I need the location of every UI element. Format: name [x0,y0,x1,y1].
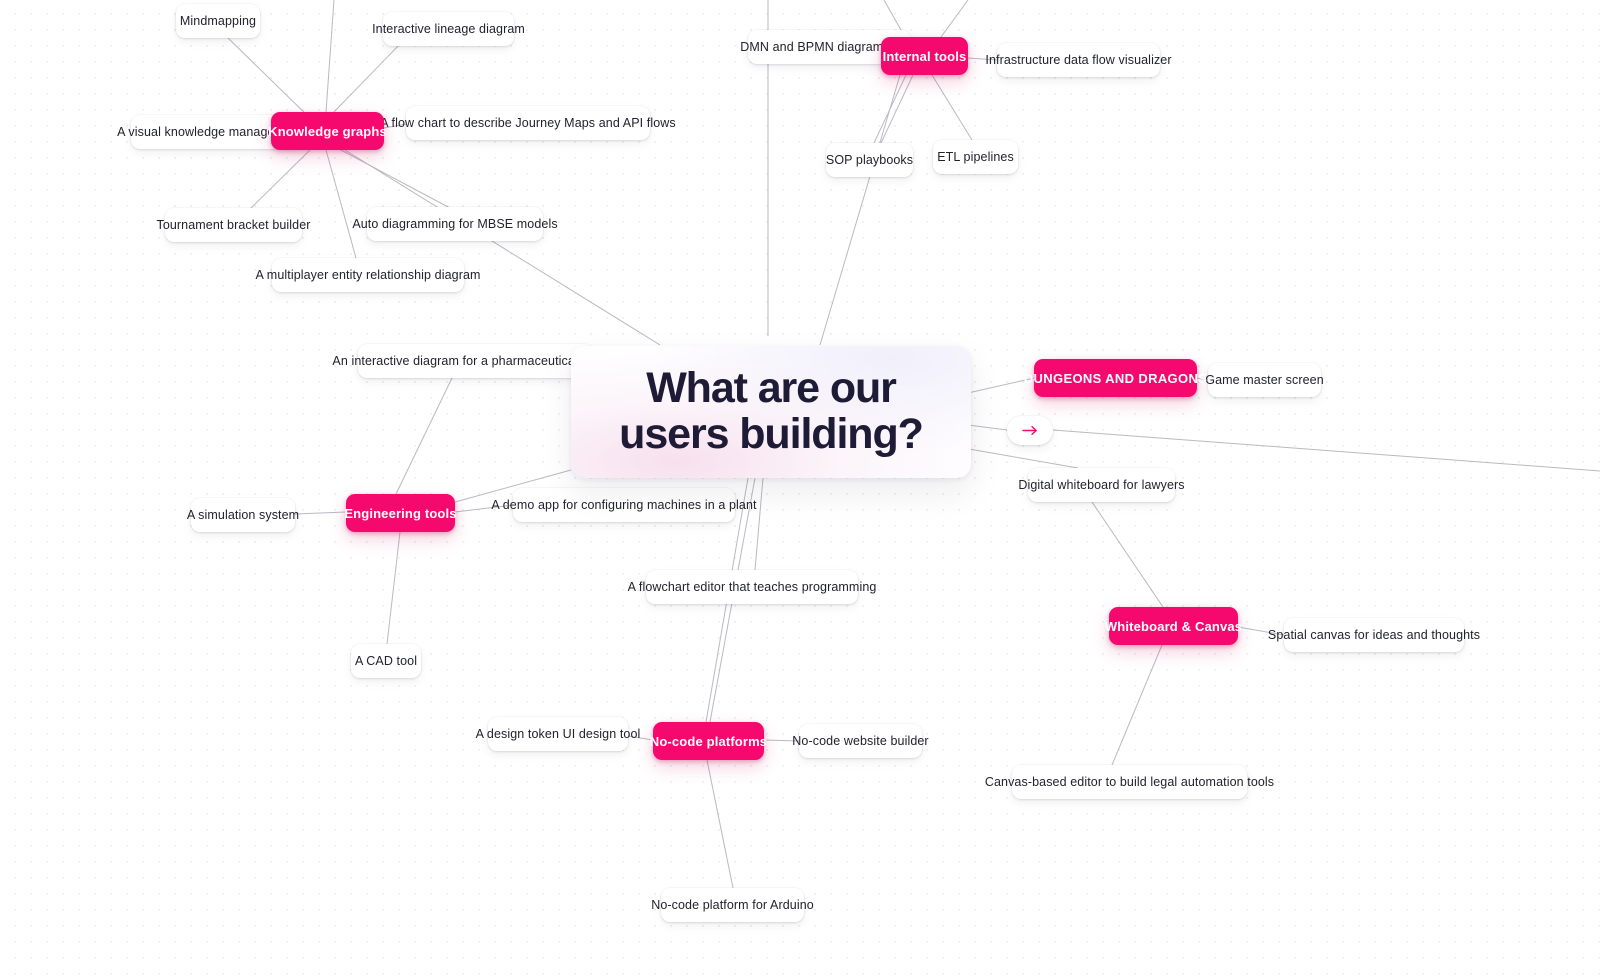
leaf-node-label: A simulation system [186,507,300,522]
leaf-node-label: Digital whiteboard for lawyers [1018,477,1185,492]
hub-node-whiteboard-canvas[interactable]: Whiteboard & Canvas [1105,607,1242,645]
leaf-node-mindmapping[interactable]: Mindmapping [176,4,260,38]
leaf-node-flow-chart-journey-maps[interactable]: A flow chart to describe Journey Maps an… [380,106,676,140]
leaf-node-infrastructure-visualizer[interactable]: Infrastructure data flow visualizer [985,43,1172,77]
leaf-node-label: A CAD tool [354,653,418,668]
leaf-node-label: A demo app for configuring machines in a… [491,497,757,512]
leaf-node-label: A multiplayer entity relationship diagra… [255,267,481,282]
center-title-line2: users building? [619,410,924,458]
leaf-node-label: No-code website builder [792,733,929,748]
edge-knowledge-graphs-to-center [344,149,661,346]
hub-node-label: Whiteboard & Canvas [1104,618,1243,634]
leaf-node-label: SOP playbooks [825,152,914,167]
edge-internal-tools-to-sop-playbooks [873,74,907,144]
leaf-node-label: DMN and BPMN diagram editor [740,39,919,54]
edge-internal-tools-to-etl-pipelines [931,74,973,141]
hub-node-label: Knowledge graphs [268,123,387,139]
leaf-node-label: Game master screen [1205,372,1324,387]
edge-knowledge-graphs-to-auto-diagramming-mbse [338,148,451,209]
edge-engineering-tools-to-simulation-system [294,511,347,515]
leaf-node-auto-diagramming-mbse[interactable]: Auto diagramming for MBSE models [352,207,558,241]
edge-knowledge-graphs-to-interactive-lineage-diagram [332,43,401,114]
leaf-node-label: A flow chart to describe Journey Maps an… [380,115,676,130]
leaf-node-label: ETL pipelines [937,149,1014,164]
hub-node-label: Internal tools [882,48,967,64]
leaf-node-pharmaceutical-diagram[interactable]: An interactive diagram for a pharmaceuti… [332,344,619,378]
leaf-node-simulation-system[interactable]: A simulation system [187,498,299,532]
leaf-node-label: Infrastructure data flow visualizer [985,52,1172,67]
leaf-node-flowchart-editor-teaching[interactable]: A flowchart editor that teaches programm… [628,570,876,604]
edge-knowledge-graphs-to-tournament-bracket-builder [249,148,312,210]
edge-internal-tools-to-center [819,74,901,346]
hub-node-knowledge-graphs[interactable]: Knowledge graphs [268,112,387,150]
leaf-node-no-code-website-builder[interactable]: No-code website builder [792,724,929,758]
leaf-node-multiplayer-erd[interactable]: A multiplayer entity relationship diagra… [255,258,480,292]
hub-node-label: Engineering tools [344,505,457,521]
leaf-node-demo-app-machines[interactable]: A demo app for configuring machines in a… [491,488,756,522]
leaf-node-spatial-canvas[interactable]: Spatial canvas for ideas and thoughts [1268,618,1480,652]
leaf-node-cad-tool[interactable]: A CAD tool [351,644,421,678]
leaf-node-label: Canvas-based editor to build legal autom… [984,774,1275,789]
leaf-node-sop-playbooks[interactable]: SOP playbooks [826,143,913,177]
edge-whiteboard-canvas-to-canvas-editor-legal [1111,644,1163,766]
leaf-node-no-code-arduino[interactable]: No-code platform for Arduino [651,888,814,922]
leaf-node-digital-whiteboard-lawyers[interactable]: Digital whiteboard for lawyers [1018,468,1185,502]
leaf-node-canvas-editor-legal[interactable]: Canvas-based editor to build legal autom… [985,765,1274,799]
leaf-node-label: An interactive diagram for a pharmaceuti… [332,353,620,368]
edge-no-code-platforms-to-no-code-arduino [706,759,734,889]
edge-knowledge-graphs-to-top-edge [325,0,335,113]
edge-digital-whiteboard-lawyers-to-whiteboard-canvas [1091,501,1164,608]
leaf-node-label: Auto diagramming for MBSE models [352,216,558,231]
leaf-node-label: A flowchart editor that teaches programm… [627,579,877,594]
leaf-node-label: Tournament bracket builder [156,217,311,232]
edge-knowledge-graphs-to-mindmapping [227,37,314,122]
leaf-node-design-token-ui-tool[interactable]: A design token UI design tool [476,717,640,751]
leaf-node-label: Mindmapping [179,13,257,28]
hub-node-no-code-platforms[interactable]: No-code platforms [649,722,768,760]
hub-node-label: No-code platforms [649,733,768,749]
hub-node-engineering-tools[interactable]: Engineering tools [344,494,457,532]
leaf-node-interactive-lineage-diagram[interactable]: Interactive lineage diagram [372,12,525,46]
center-question-title: What are our users building? [619,364,924,458]
leaf-node-label: Spatial canvas for ideas and thoughts [1267,627,1481,642]
edge-internal-tools-to-top-edge-b [940,0,969,38]
hub-node-internal-tools[interactable]: Internal tools [881,37,968,75]
hub-node-label: DUNGEONS AND DRAGONS [1023,370,1208,386]
edge-engineering-tools-to-pharmaceutical-diagram [395,377,453,495]
hub-node-dungeons-dragons[interactable]: DUNGEONS AND DRAGONS [1024,359,1207,397]
edge-internal-tools-to-sop-playbooks-2 [880,74,914,144]
center-title-line1: What are our [646,364,897,413]
leaf-node-label: Interactive lineage diagram [372,21,525,36]
leaf-node-tournament-bracket-builder[interactable]: Tournament bracket builder [156,208,310,242]
edge-center-to-digital-whiteboard-lawyers [962,447,1079,469]
edge-knowledge-graphs-to-multiplayer-erd [325,149,357,259]
edge-engineering-tools-to-cad-tool [386,531,401,645]
center-question-card[interactable]: What are our users building? [571,346,971,478]
edge-center-to-flowchart-editor-teaching [754,477,764,571]
arrow-right-icon [1021,424,1039,437]
leaf-node-game-master-screen[interactable]: Game master screen [1205,363,1324,397]
leaf-node-label: No-code platform for Arduino [651,897,814,912]
edge-center-to-arrow-pill [967,424,1008,431]
expand-arrow-button[interactable] [1007,416,1053,445]
leaf-node-etl-pipelines[interactable]: ETL pipelines [933,140,1018,174]
edge-arrow-pill-to-right-edge [1052,429,1600,472]
leaf-node-label: A design token UI design tool [475,726,641,741]
